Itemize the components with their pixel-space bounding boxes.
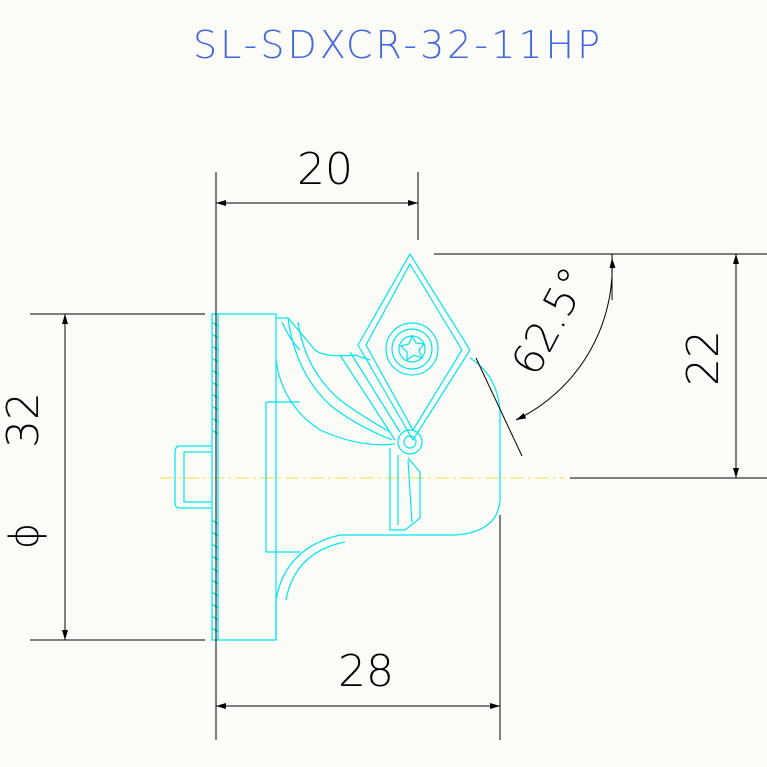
drawing-title: SL-SDXCR-32-11HP (193, 23, 603, 67)
dimension-width-bottom: 28 (338, 646, 394, 697)
dimension-diameter: 32 (0, 392, 49, 448)
dimension-angle: 62.5° (502, 259, 599, 383)
cutting-insert (357, 252, 471, 442)
dimension-height-right: 22 (678, 330, 729, 386)
dimension-width-top: 20 (297, 144, 353, 195)
diameter-symbol: ϕ (2, 523, 48, 549)
tool-holder (174, 313, 501, 641)
dimension-lines (30, 172, 767, 740)
